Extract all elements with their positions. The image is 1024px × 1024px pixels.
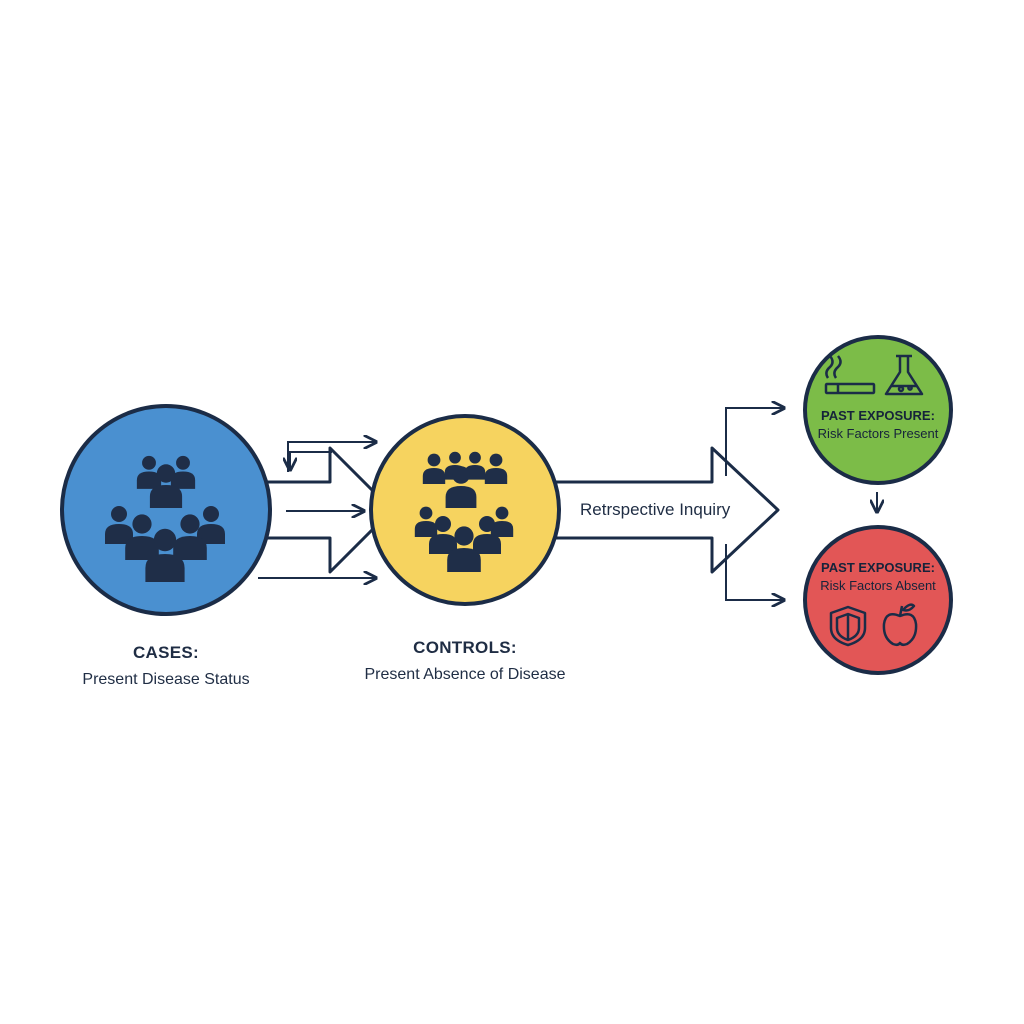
controls-circle (369, 414, 561, 606)
cigarette-icon (824, 355, 876, 395)
exposure-absent-title: PAST EXPOSURE: (821, 560, 935, 575)
inquiry-label: Retrspective Inquiry (580, 500, 731, 519)
exposure-present-circle (803, 335, 953, 485)
flask-icon (884, 354, 924, 396)
controls-title: CONTROLS: (413, 638, 517, 657)
exposure-present-subtitle: Risk Factors Present (817, 426, 939, 441)
cases-label: CASES: Present Disease Status (82, 643, 249, 689)
block-arrow-inquiry (546, 446, 780, 574)
branch-arrow-up (725, 408, 784, 476)
exposure-present-title: PAST EXPOSURE: (821, 408, 935, 423)
cases-subtitle: Present Disease Status (82, 671, 250, 688)
exposure-absent-label: PAST EXPOSURE: Risk Factors Absent (820, 560, 936, 593)
shield-icon (829, 605, 867, 647)
cases-title: CASES: (132, 643, 200, 662)
exposure-absent-circle (803, 525, 953, 675)
exposure-present-label: PAST EXPOSURE: Risk Factors Present (818, 408, 939, 441)
exposure-absent-subtitle: Risk Factors Absent (820, 578, 936, 593)
branch-arrow-down (725, 544, 784, 600)
connector-arrow-loop (290, 451, 332, 470)
apple-icon (882, 603, 918, 647)
cases-circle (60, 404, 272, 616)
controls-subtitle: Present Absence of Disease (364, 666, 566, 683)
controls-label: CONTROLS: Present Absence of Disease (364, 638, 565, 684)
